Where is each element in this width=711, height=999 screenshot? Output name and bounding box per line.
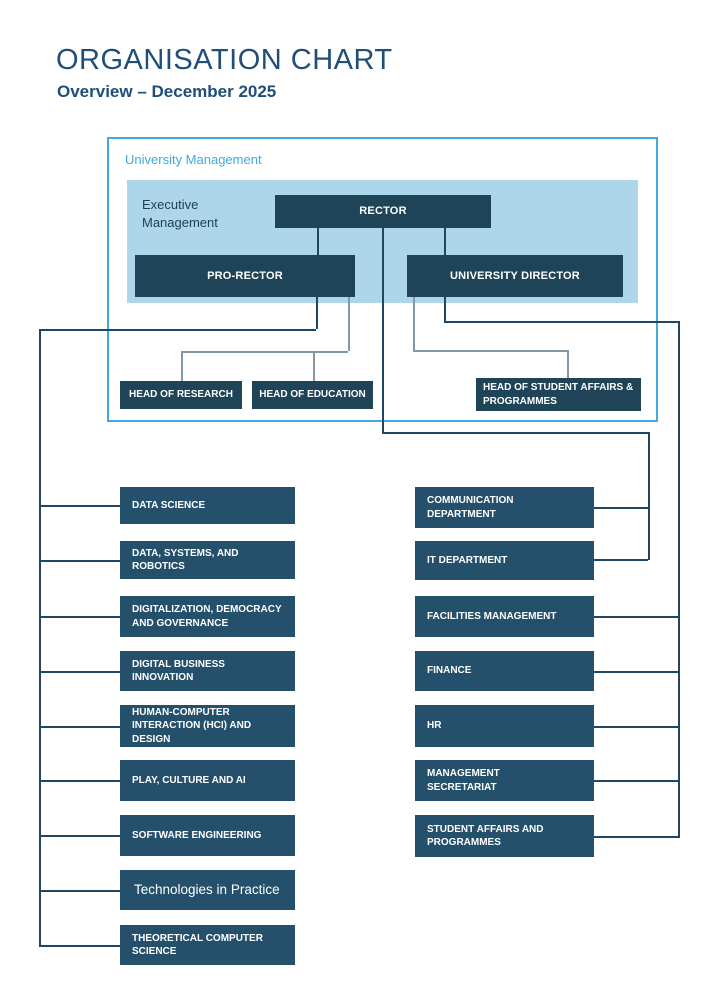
rector-box: RECTOR — [275, 195, 491, 228]
connector-line — [413, 350, 567, 352]
left-department-box: PLAY, CULTURE AND AI — [120, 760, 295, 801]
org-box-label: INTERACTION (HCI) AND DESIGN — [132, 720, 252, 745]
university-director-box: UNIVERSITY DIRECTOR — [407, 255, 623, 297]
org-box-label: HEAD OF EDUCATION — [259, 389, 366, 401]
connector-line — [594, 671, 678, 673]
org-box-label: FINANCE — [427, 665, 472, 677]
connector-line — [313, 351, 315, 381]
right-department-box: HR — [415, 705, 594, 747]
connector-line — [382, 432, 648, 434]
org-box-label: UNIVERSITY DIRECTOR — [450, 269, 580, 282]
connector-line — [594, 507, 648, 509]
org-box-label: STUDENT AFFAIRS AND — [427, 823, 544, 835]
connector-line — [348, 297, 350, 351]
head-of-student-affairs-box: HEAD OF STUDENT AFFAIRS &PROGRAMMES — [476, 378, 641, 411]
left-department-box: THEORETICAL COMPUTER SCIENCE — [120, 925, 295, 965]
connector-line — [316, 297, 318, 329]
left-department-box: DATA, SYSTEMS, AND ROBOTICS — [120, 541, 295, 579]
org-box-label: PROGRAMMES — [427, 837, 501, 848]
connector-line — [678, 321, 680, 838]
left-department-box: DATA SCIENCE — [120, 487, 295, 524]
connector-line — [39, 329, 316, 331]
org-box-label: COMMUNICATION — [427, 495, 514, 507]
connector-line — [39, 890, 120, 892]
connector-line — [648, 432, 650, 560]
connector-line — [382, 228, 384, 432]
org-box-label: DIGITAL BUSINESS INNOVATION — [132, 658, 225, 683]
connector-line — [594, 836, 678, 838]
org-box-label: HR — [427, 720, 442, 732]
left-department-box: SOFTWARE ENGINEERING — [120, 815, 295, 856]
org-box-label: SECRETARIAT — [427, 781, 497, 793]
org-box-label: AND GOVERNANCE — [132, 617, 229, 629]
right-department-box: FINANCE — [415, 651, 594, 691]
page-title: ORGANISATION CHART — [56, 44, 393, 76]
connector-line — [39, 329, 41, 945]
left-department-box: Technologies in Practice — [120, 870, 295, 910]
connector-line — [39, 945, 120, 947]
connector-line — [39, 780, 120, 782]
org-box-label: SCIENCE — [132, 946, 177, 957]
connector-line — [39, 726, 120, 728]
connector-line — [39, 560, 120, 562]
org-box-label: DATA, SYSTEMS, AND ROBOTICS — [132, 547, 239, 572]
connector-line — [39, 505, 120, 507]
connector-line — [39, 616, 120, 618]
org-box-label: PRO-RECTOR — [207, 269, 283, 282]
org-box-label: Technologies in Practice — [134, 882, 280, 898]
org-box-label: PROGRAMMES — [483, 395, 557, 407]
right-department-box: STUDENT AFFAIRS AND PROGRAMMES — [415, 815, 594, 857]
right-department-box: FACILITIES MANAGEMENT — [415, 596, 594, 637]
head-of-education-box: HEAD OF EDUCATION — [252, 381, 373, 409]
connector-line — [413, 297, 415, 350]
org-box-label: HUMAN-COMPUTER — [132, 707, 230, 719]
right-department-box: IT DEPARTMENT — [415, 541, 594, 580]
org-box-label: RECTOR — [359, 205, 407, 218]
org-box-label: SOFTWARE ENGINEERING — [132, 829, 262, 841]
connector-line — [444, 228, 446, 255]
connector-line — [444, 297, 446, 321]
org-box-label: FACILITIES MANAGEMENT — [427, 610, 557, 622]
org-box-label: HEAD OF STUDENT AFFAIRS & — [483, 382, 634, 394]
connector-line — [317, 228, 319, 255]
connector-line — [594, 726, 678, 728]
left-department-box: DIGITAL BUSINESS INNOVATION — [120, 651, 295, 691]
org-box-label: DATA SCIENCE — [132, 499, 206, 511]
org-box-label: IT DEPARTMENT — [427, 554, 508, 566]
connector-line — [594, 559, 648, 561]
org-box-label: HEAD OF RESEARCH — [129, 389, 233, 401]
university-management-label: University Management — [125, 152, 262, 167]
connector-line — [567, 350, 569, 378]
org-box-label: DIGITALIZATION, DEMOCRACY — [132, 604, 282, 616]
connector-line — [39, 835, 120, 837]
org-box-label: MANAGEMENT — [427, 768, 500, 780]
executive-management-label: Executive Management — [142, 197, 218, 230]
connector-line — [181, 351, 348, 353]
connector-line — [594, 780, 678, 782]
connector-line — [594, 616, 678, 618]
org-box-label: DEPARTMENT — [427, 508, 496, 520]
page-subtitle: Overview – December 2025 — [57, 82, 277, 101]
org-box-label: THEORETICAL COMPUTER — [132, 932, 263, 944]
connector-line — [39, 671, 120, 673]
connector-line — [181, 351, 183, 381]
connector-line — [444, 321, 678, 323]
head-of-research-box: HEAD OF RESEARCH — [120, 381, 242, 409]
pro-rector-box: PRO-RECTOR — [135, 255, 355, 297]
org-box-label: PLAY, CULTURE AND AI — [132, 774, 246, 786]
